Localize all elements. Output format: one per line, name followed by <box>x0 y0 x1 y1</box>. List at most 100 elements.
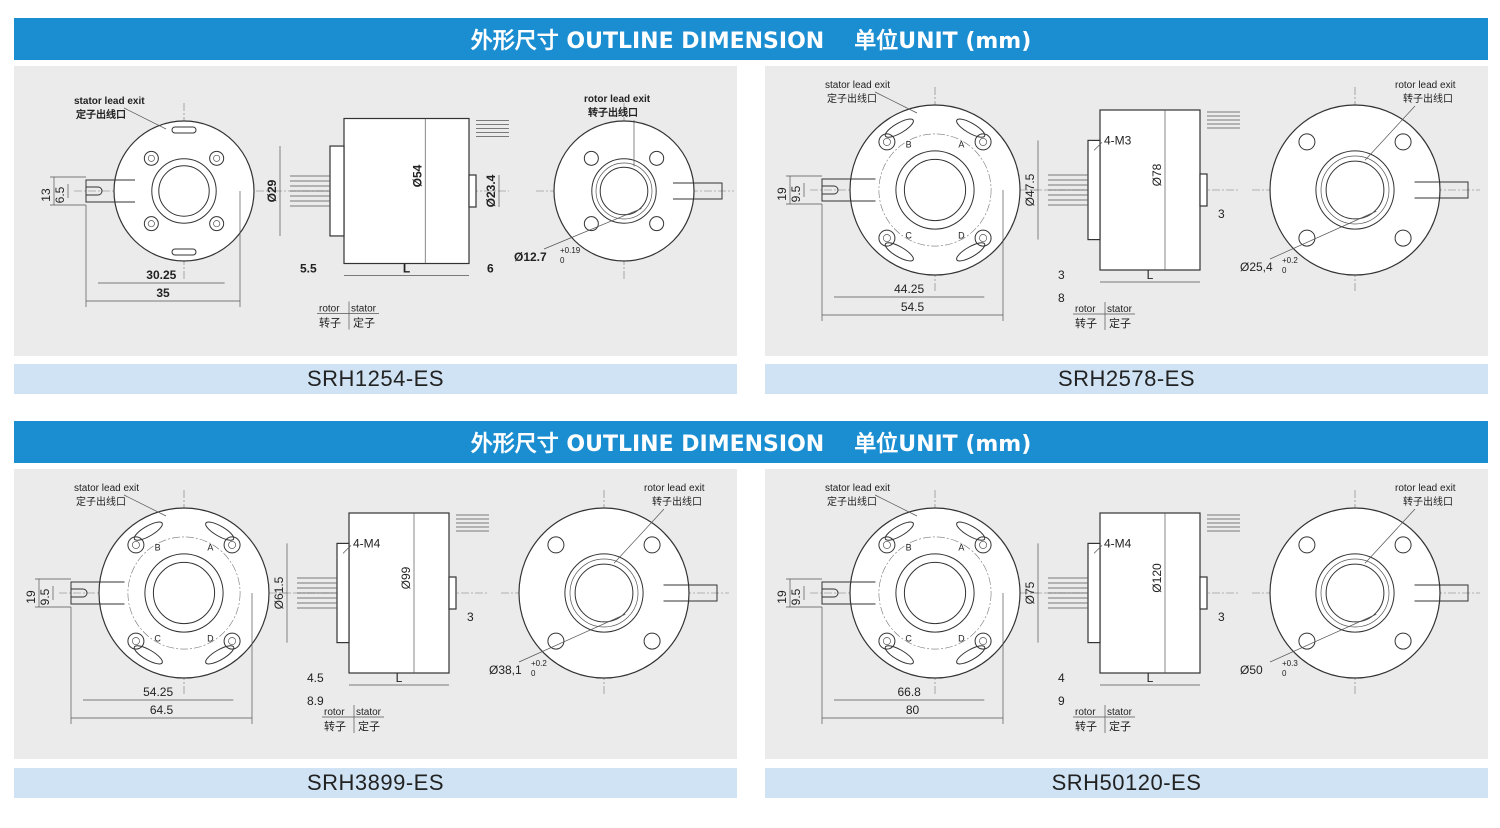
dimension-text: Ø120 <box>1150 563 1164 593</box>
legend-stator-cn: 定子 <box>1109 719 1131 733</box>
rear-mounting-hole <box>1394 632 1412 650</box>
terminal-letter: C <box>905 634 912 644</box>
leader-line <box>518 613 626 663</box>
lead-slot <box>956 242 986 262</box>
dimension-text: 6.5 <box>53 186 67 203</box>
dimension-text: 9.5 <box>789 588 803 605</box>
rear-bore <box>599 166 649 216</box>
stator-flange <box>329 145 345 237</box>
dimension-text: Ø75 <box>1023 581 1037 604</box>
bore-circle <box>903 561 967 625</box>
dimension-text: 64.5 <box>150 703 174 717</box>
model-label: SRH2578-ES <box>765 364 1488 394</box>
model-label: SRH3899-ES <box>14 768 737 798</box>
leader-line <box>342 545 352 554</box>
anti-rotation-tab <box>821 581 876 605</box>
dimension-text: 30.25 <box>146 268 176 282</box>
mounting-hole <box>209 150 225 166</box>
lead-slot <box>133 645 163 665</box>
dimension-text: 19 <box>24 590 38 604</box>
tab-slot <box>86 186 103 196</box>
rotor-tab <box>1414 584 1469 602</box>
rotor-lead-label: rotor lead exit <box>644 483 705 494</box>
lead-slot <box>205 521 235 541</box>
bore-tolerance-lower: 0 <box>560 256 565 265</box>
rotor-stub <box>1199 173 1208 207</box>
lead-slot <box>956 118 986 138</box>
mounting-hole-inner <box>147 220 155 228</box>
rear-flange-outline <box>1269 507 1441 679</box>
mounting-hole-inner <box>228 637 237 646</box>
flange-outline <box>849 507 1021 679</box>
lead-slot <box>956 521 986 541</box>
legend-rotor: rotor <box>1075 304 1096 315</box>
housing-ring <box>895 553 975 633</box>
thread-callout: 4-M3 <box>1104 133 1132 147</box>
legend-rotor-cn: 转子 <box>1075 316 1097 330</box>
bore-tolerance-upper: +0.3 <box>1282 659 1298 668</box>
rotor-stub <box>468 174 477 208</box>
lead-slot <box>956 645 986 665</box>
mounting-hole-inner <box>979 234 988 243</box>
dimension-text: 5.5 <box>300 262 317 276</box>
stator-lead-label-cn: 定子出线口 <box>76 495 126 508</box>
mounting-hole <box>878 632 896 650</box>
rotor-tab <box>663 584 718 602</box>
header-title: 外形尺寸 OUTLINE DIMENSION <box>470 29 825 54</box>
leader-line <box>1364 508 1416 564</box>
mounting-hole-inner <box>213 220 221 228</box>
leader-line <box>543 208 642 250</box>
section-header-bottom: 外形尺寸 OUTLINE DIMENSION 单位UNIT (mm) <box>14 421 1488 463</box>
rotor-stub <box>1199 576 1208 610</box>
lead-slot <box>884 118 914 138</box>
legend-rotor: rotor <box>319 304 340 315</box>
header-title: 外形尺寸 OUTLINE DIMENSION <box>470 432 825 457</box>
rear-mounting-hole <box>583 216 599 232</box>
rear-mounting-hole <box>649 216 665 232</box>
rotor-tab <box>673 182 723 200</box>
mounting-hole-inner <box>228 540 237 549</box>
mounting-hole-inner <box>213 154 221 162</box>
bore-dimension: Ø38,1 <box>489 663 522 677</box>
rear-mounting-hole <box>643 536 661 554</box>
dimension-text: 13 <box>39 188 53 202</box>
terminal-letter: B <box>906 542 912 552</box>
housing-ring <box>144 553 224 633</box>
rear-mounting-hole <box>1298 133 1316 151</box>
thread-callout: 4-M4 <box>1104 536 1132 550</box>
mounting-hole <box>974 632 992 650</box>
legend-stator-cn: 定子 <box>358 719 380 733</box>
stator-lead-label: stator lead exit <box>825 483 890 494</box>
housing-ring <box>151 158 217 224</box>
housing-body <box>1099 512 1201 674</box>
terminal-letter: C <box>905 231 912 241</box>
stator-lead-label: stator lead exit <box>74 483 139 494</box>
rear-mounting-hole <box>1394 229 1412 247</box>
dimension-text: 9.5 <box>789 185 803 202</box>
dimension-text: Ø78 <box>1150 163 1164 186</box>
mounting-hole-inner <box>882 637 891 646</box>
stator-lead-label-cn: 定子出线口 <box>76 108 126 121</box>
terminal-letter: D <box>958 231 965 241</box>
terminal-letter: A <box>958 139 964 149</box>
rotor-lead-label: rotor lead exit <box>1395 483 1456 494</box>
leader-line <box>874 91 918 114</box>
stator-lead-label-cn: 定子出线口 <box>827 495 877 508</box>
rear-mounting-hole <box>649 150 665 166</box>
bore-circle <box>152 561 216 625</box>
rear-mounting-hole <box>547 632 565 650</box>
brush-ring <box>595 162 653 220</box>
rotor-lead-label: rotor lead exit <box>584 94 651 105</box>
stator-lead-label: stator lead exit <box>74 96 145 107</box>
dimension-text: 9 <box>1058 694 1065 708</box>
tab-slot <box>822 185 839 195</box>
bore-dimension: Ø12.7 <box>514 250 547 264</box>
dimension-text: 44.25 <box>894 282 924 296</box>
rear-flange-outline <box>1269 104 1441 276</box>
dimension-text: 19 <box>775 187 789 201</box>
lead-slot <box>133 521 163 541</box>
